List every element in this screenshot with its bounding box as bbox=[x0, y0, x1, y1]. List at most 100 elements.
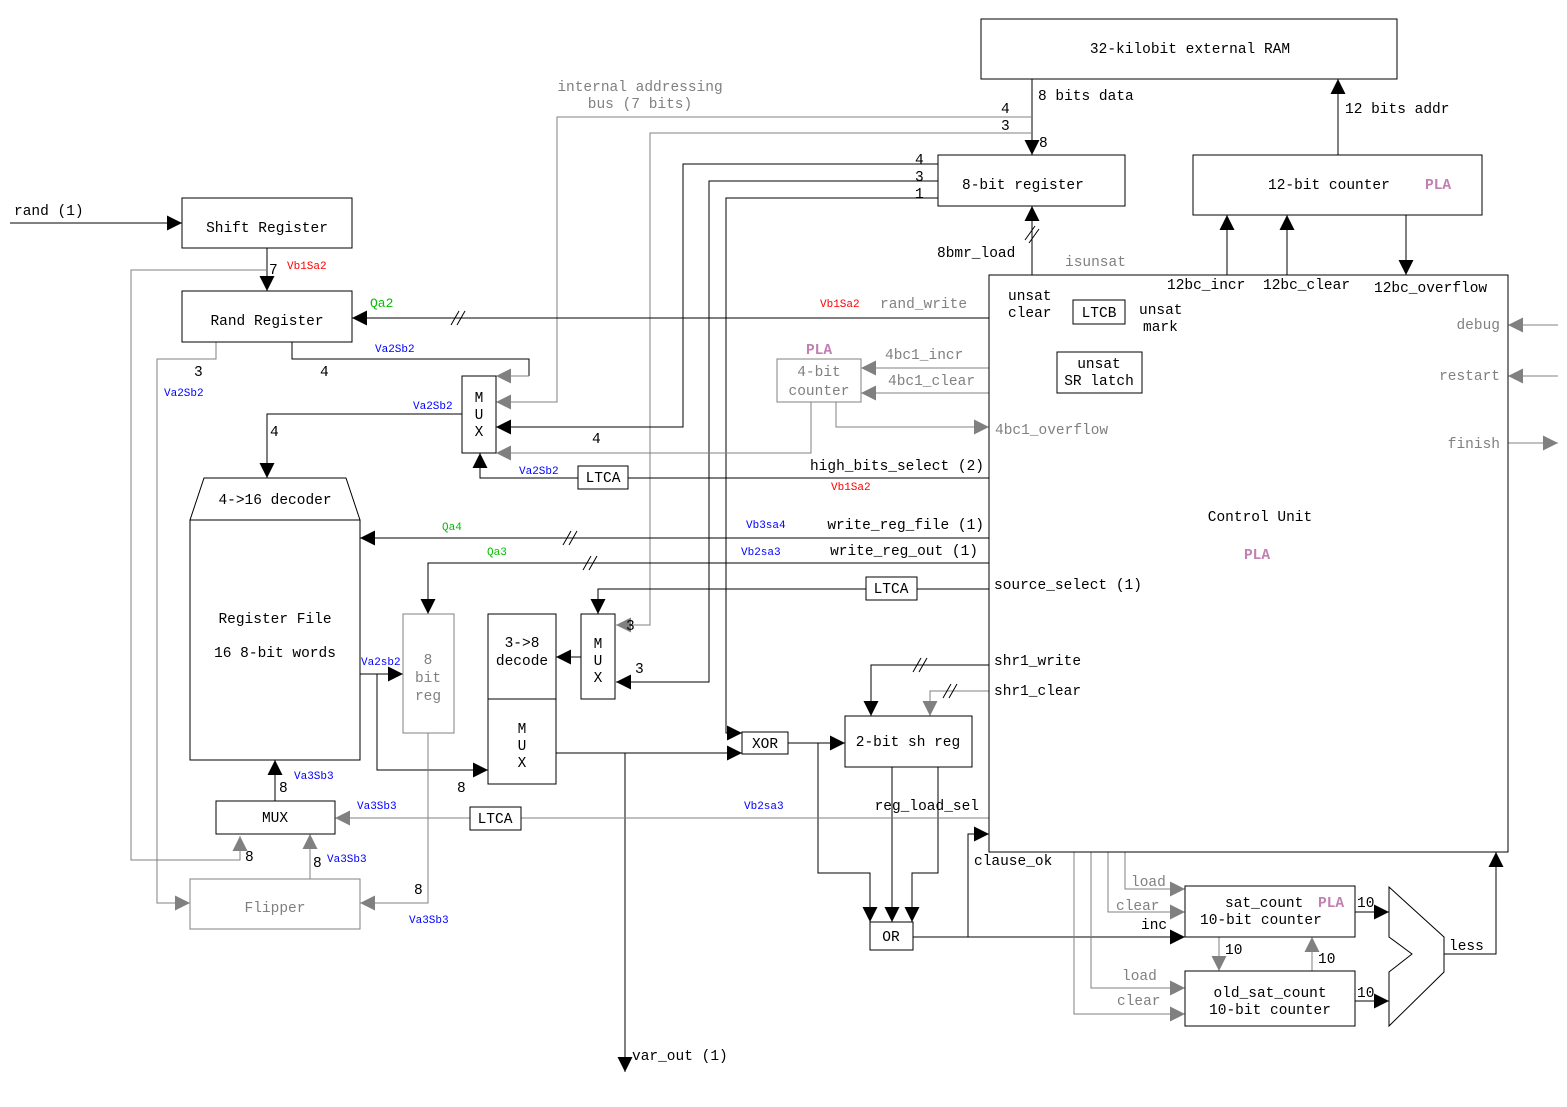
width-label: 8 bbox=[279, 781, 288, 797]
sat-count-label: 10-bit counter bbox=[1200, 913, 1322, 929]
signal-label: clause_ok bbox=[974, 854, 1052, 870]
width-label: 4 bbox=[592, 432, 601, 448]
width-label: 7 bbox=[269, 263, 278, 279]
mux-letter: X bbox=[594, 671, 603, 687]
signal-label: isunsat bbox=[1065, 255, 1126, 271]
width-label: 3 bbox=[194, 365, 203, 381]
decoder-label: 4->16 decoder bbox=[218, 493, 331, 509]
signal-label: less bbox=[1449, 939, 1484, 955]
ltca-label: LTCA bbox=[586, 471, 621, 487]
shift-register-block bbox=[181, 197, 353, 249]
signal-label: 12 bits addr bbox=[1345, 102, 1449, 118]
old-sat-count-label: 10-bit counter bbox=[1209, 1003, 1331, 1019]
signal-label: bus (7 bits) bbox=[588, 97, 692, 113]
or-label: OR bbox=[882, 930, 900, 946]
signal-label: shr1_clear bbox=[994, 684, 1081, 700]
signal-label: unsat bbox=[1139, 303, 1183, 319]
timing-label: Va2sb2 bbox=[361, 657, 401, 669]
ltca-label: LTCA bbox=[478, 812, 513, 828]
signal-label: high_bits_select (2) bbox=[810, 459, 984, 475]
rand-to-flipper-wire bbox=[156, 342, 217, 911]
width-label: 10 bbox=[1357, 986, 1374, 1002]
signal-label: write_reg_out (1) bbox=[830, 544, 978, 560]
mux-letter: X bbox=[475, 425, 484, 441]
register-file-block bbox=[189, 519, 361, 761]
width-label: 8 bbox=[1039, 136, 1048, 152]
signal-label: clear bbox=[1117, 994, 1161, 1010]
signal-label: finish bbox=[1448, 437, 1500, 453]
signal-label: 12bc_incr bbox=[1167, 278, 1245, 294]
ram-label: 32-kilobit external RAM bbox=[1090, 42, 1290, 58]
reg8-mid3-wire bbox=[616, 180, 938, 690]
mux-rf-block bbox=[487, 698, 557, 785]
signal-label: clear bbox=[1116, 899, 1160, 915]
width-label: 10 bbox=[1318, 952, 1335, 968]
mux-letter: M bbox=[594, 637, 603, 653]
timing-label: Va2Sb2 bbox=[375, 344, 415, 356]
timing-label: Vb3sa4 bbox=[746, 520, 786, 532]
counter12-label: 12-bit counter bbox=[1268, 178, 1390, 194]
bitreg-to-flipper-wire bbox=[360, 733, 429, 911]
signal-label: 4bc1_overflow bbox=[995, 423, 1108, 439]
old-sat-count-block bbox=[1184, 970, 1356, 1027]
decode38-label: decode bbox=[496, 654, 548, 670]
source-select-wire bbox=[598, 588, 989, 614]
mux-high-block bbox=[461, 375, 497, 454]
timing-label: Va3Sb3 bbox=[409, 915, 449, 927]
width-label: 8 bbox=[457, 781, 466, 797]
timing-annotations: Vb1Sa2 Vb1Sa2 Vb1Sa2 Qa2 Va2Sb2 Va2Sb2 V… bbox=[164, 261, 871, 927]
ltca-block bbox=[865, 576, 918, 601]
timing-label: Va3Sb3 bbox=[327, 854, 367, 866]
register-file-label: 16 8-bit words bbox=[214, 646, 336, 662]
mux-decode-block bbox=[580, 613, 616, 700]
flipper-block bbox=[189, 878, 361, 930]
rand-register-block bbox=[181, 290, 353, 343]
pla-label: PLA bbox=[1425, 178, 1451, 194]
bus-4bit-wire bbox=[496, 116, 1032, 410]
bus-slash bbox=[450, 310, 466, 326]
counter12-block bbox=[1192, 154, 1483, 216]
width-label: 8 bbox=[414, 883, 423, 899]
signal-label: shr1_write bbox=[994, 654, 1081, 670]
old-load-wire bbox=[1090, 852, 1185, 996]
timing-label: Qa2 bbox=[370, 296, 393, 311]
reg8-bit1-wire bbox=[725, 197, 938, 741]
shift-register-label: Shift Register bbox=[206, 221, 328, 237]
bus-3bit-wire bbox=[616, 132, 1032, 633]
signal-label: 12bc_clear bbox=[1263, 278, 1350, 294]
shr1-clear-wire bbox=[922, 690, 989, 716]
ram-block bbox=[980, 18, 1398, 80]
control-unit-label: Control Unit bbox=[1208, 510, 1312, 526]
bitreg8-label: bit bbox=[415, 671, 441, 687]
signal-label: load bbox=[1131, 875, 1166, 891]
shreg2-label: 2-bit sh reg bbox=[856, 735, 960, 751]
width-label: 4 bbox=[1001, 102, 1010, 118]
wires bbox=[10, 79, 1558, 1072]
sr-latch-label: unsat bbox=[1077, 357, 1121, 373]
timing-label: Va2Sb2 bbox=[413, 401, 453, 413]
ltcb-block bbox=[1072, 299, 1126, 325]
signal-label: 4bc1_incr bbox=[885, 348, 963, 364]
bus-slash bbox=[912, 657, 928, 673]
width-label: 3 bbox=[915, 170, 924, 186]
mux-bottom-block bbox=[215, 800, 336, 835]
bus-slash bbox=[942, 683, 958, 699]
flipper-label: Flipper bbox=[245, 901, 306, 917]
signal-label: source_select (1) bbox=[994, 578, 1142, 594]
old-clear-wire bbox=[1073, 852, 1185, 1022]
timing-label: Qa3 bbox=[487, 547, 507, 559]
bitreg8-block bbox=[402, 613, 455, 734]
timing-label: Va2Sb2 bbox=[519, 466, 559, 478]
timing-label: Vb2sa3 bbox=[744, 801, 784, 813]
mux-letter: M bbox=[518, 722, 527, 738]
bc4-overflow-wire bbox=[835, 402, 989, 435]
bus-width-labels: 4 3 8 4 3 1 7 3 4 4 4 3 3 8 8 8 8 8 10 1… bbox=[194, 102, 1374, 1002]
ltcb-label: LTCB bbox=[1082, 306, 1117, 322]
bitreg8-label: 8 bbox=[424, 653, 433, 669]
width-label: 10 bbox=[1225, 943, 1242, 959]
mux-to-decoder-wire bbox=[259, 413, 462, 478]
signal-label: write_reg_file (1) bbox=[827, 518, 984, 534]
ltca-block bbox=[577, 465, 629, 490]
signal-label: 4bc1_clear bbox=[888, 374, 975, 390]
